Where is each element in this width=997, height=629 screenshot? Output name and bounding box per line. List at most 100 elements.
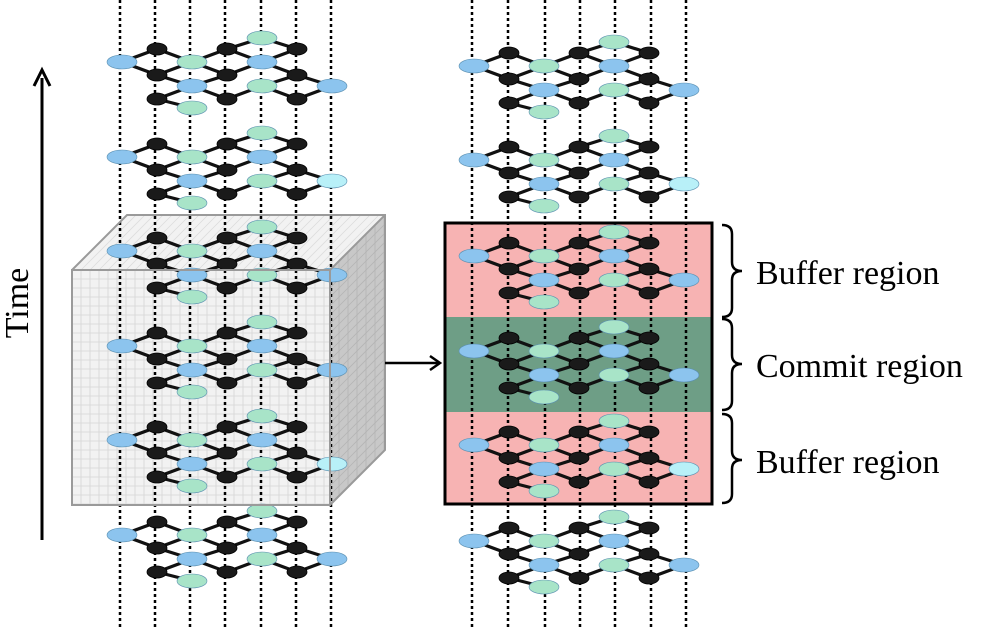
lattice-node: [176, 267, 208, 283]
lattice-node: [146, 42, 168, 56]
lattice-node: [246, 362, 278, 378]
lattice-node: [638, 46, 660, 60]
lattice-node: [286, 42, 308, 56]
lattice-node: [246, 408, 278, 424]
lattice-node: [458, 152, 490, 168]
lattice-node: [286, 326, 308, 340]
buffer-region-bottom-label: Buffer region: [756, 444, 939, 481]
lattice-node: [598, 509, 630, 525]
lattice-node: [498, 331, 520, 345]
lattice-node: [146, 376, 168, 390]
lattice-layer-3: [106, 314, 348, 400]
lattice-node: [638, 190, 660, 204]
lattice-node: [216, 515, 238, 529]
lattice-node: [286, 515, 308, 529]
lattice-node: [286, 420, 308, 434]
lattice-node: [216, 376, 238, 390]
lattice-node: [668, 557, 700, 573]
lattice-node: [638, 475, 660, 489]
lattice-node: [176, 338, 208, 354]
lattice-node: [638, 96, 660, 110]
lattice-layer-7: [458, 128, 700, 214]
brace-buffer-bottom: [721, 412, 743, 505]
lattice-node: [286, 68, 308, 82]
lattice-node: [568, 72, 590, 86]
lattice-node: [638, 166, 660, 180]
lattice-node: [568, 96, 590, 110]
lattice-layer-4: [106, 408, 348, 494]
lattice-node: [246, 314, 278, 330]
lattice-node: [106, 243, 138, 259]
lattice-node: [246, 54, 278, 70]
lattice-node: [668, 176, 700, 192]
lattice-node: [106, 432, 138, 448]
time-arrow-head: [32, 66, 52, 87]
lattice-node: [598, 461, 630, 477]
lattice-node: [498, 46, 520, 60]
lattice-node: [246, 30, 278, 46]
lattice-node: [528, 198, 560, 214]
lattice-node: [146, 326, 168, 340]
lattice-node: [286, 565, 308, 579]
lattice-node: [668, 82, 700, 98]
lattice-node: [598, 224, 630, 240]
lattice-layer-10: [458, 413, 700, 499]
lattice-node: [146, 163, 168, 177]
lattice-node: [568, 381, 590, 395]
lattice-node: [146, 281, 168, 295]
lattice-node: [598, 437, 630, 453]
lattice-node: [216, 470, 238, 484]
lattice-node: [528, 294, 560, 310]
lattice-node: [216, 163, 238, 177]
lattice-node: [176, 149, 208, 165]
lattice-node: [528, 248, 560, 264]
lattice-node: [598, 367, 630, 383]
lattice-node: [458, 58, 490, 74]
lattice-node: [286, 446, 308, 460]
time-axis: Time: [0, 66, 52, 540]
lattice-node: [638, 381, 660, 395]
lattice-node: [598, 34, 630, 50]
lattice-node: [498, 521, 520, 535]
lattice-node: [106, 149, 138, 165]
lattice-node: [638, 425, 660, 439]
lattice-node: [498, 571, 520, 585]
lattice-node: [638, 521, 660, 535]
lattice-node: [246, 456, 278, 472]
lattice-node: [598, 343, 630, 359]
lattice-node: [598, 176, 630, 192]
time-axis-label: Time: [0, 268, 36, 339]
lattice-node: [528, 58, 560, 74]
lattice-node: [246, 503, 278, 519]
lattice-node: [106, 527, 138, 543]
lattice-node: [216, 565, 238, 579]
lattice-node: [106, 338, 138, 354]
lattice-node: [216, 92, 238, 106]
lattice-node: [176, 432, 208, 448]
lattice-node: [146, 187, 168, 201]
lattice-node: [568, 571, 590, 585]
lattice-node: [246, 243, 278, 259]
lattice-node: [286, 137, 308, 151]
lattice-node: [286, 231, 308, 245]
lattice-node: [216, 42, 238, 56]
lattice-node: [598, 58, 630, 74]
lattice-node: [286, 92, 308, 106]
region-labels: Buffer region Commit region Buffer regio…: [721, 223, 963, 505]
lattice-node: [528, 557, 560, 573]
commit-region-label: Commit region: [756, 348, 963, 385]
lattice-node: [458, 533, 490, 549]
lattice-node: [146, 137, 168, 151]
lattice-node: [176, 100, 208, 116]
lattice-node: [286, 281, 308, 295]
lattice-node: [498, 547, 520, 561]
lattice-node: [598, 152, 630, 168]
cube-outline: [71, 214, 386, 506]
lattice-layer-8: [458, 224, 700, 310]
lattice-node: [568, 475, 590, 489]
lattice-node: [668, 367, 700, 383]
lattice-node: [598, 248, 630, 264]
lattice-node: [638, 451, 660, 465]
lattice-node: [668, 461, 700, 477]
lattice-node: [246, 432, 278, 448]
